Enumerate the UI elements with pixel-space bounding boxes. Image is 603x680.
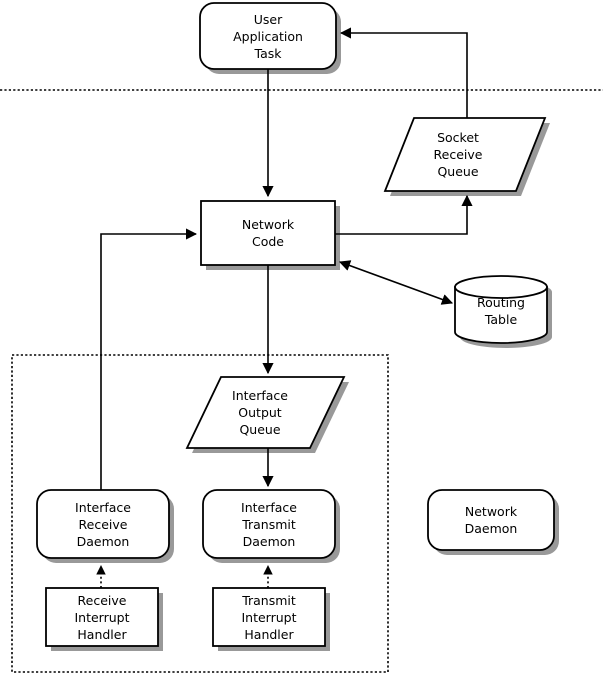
connector-network-code-to-socket-queue: [335, 194, 473, 235]
connector-socket-queue-to-user-app: [339, 27, 468, 118]
node-interface-output-queue[interactable]: [185, 376, 346, 449]
node-shapes: [36, 2, 555, 647]
connector-network-code-routing-table: [338, 260, 454, 305]
connector-receive-daemon-to-network-code: [100, 228, 198, 490]
node-interface-transmit-daemon[interactable]: [202, 489, 336, 559]
node-network-code[interactable]: [200, 200, 336, 266]
node-transmit-interrupt-handler[interactable]: [212, 587, 326, 647]
node-network-daemon[interactable]: [427, 489, 555, 551]
node-routing-table[interactable]: [454, 275, 548, 344]
node-user-application-task[interactable]: [199, 2, 337, 70]
node-receive-interrupt-handler[interactable]: [45, 587, 159, 647]
network-daemon-group-boundary: [11, 354, 389, 673]
node-socket-receive-queue[interactable]: [383, 117, 547, 192]
node-interface-receive-daemon[interactable]: [36, 489, 170, 559]
connectors: [96, 27, 473, 588]
